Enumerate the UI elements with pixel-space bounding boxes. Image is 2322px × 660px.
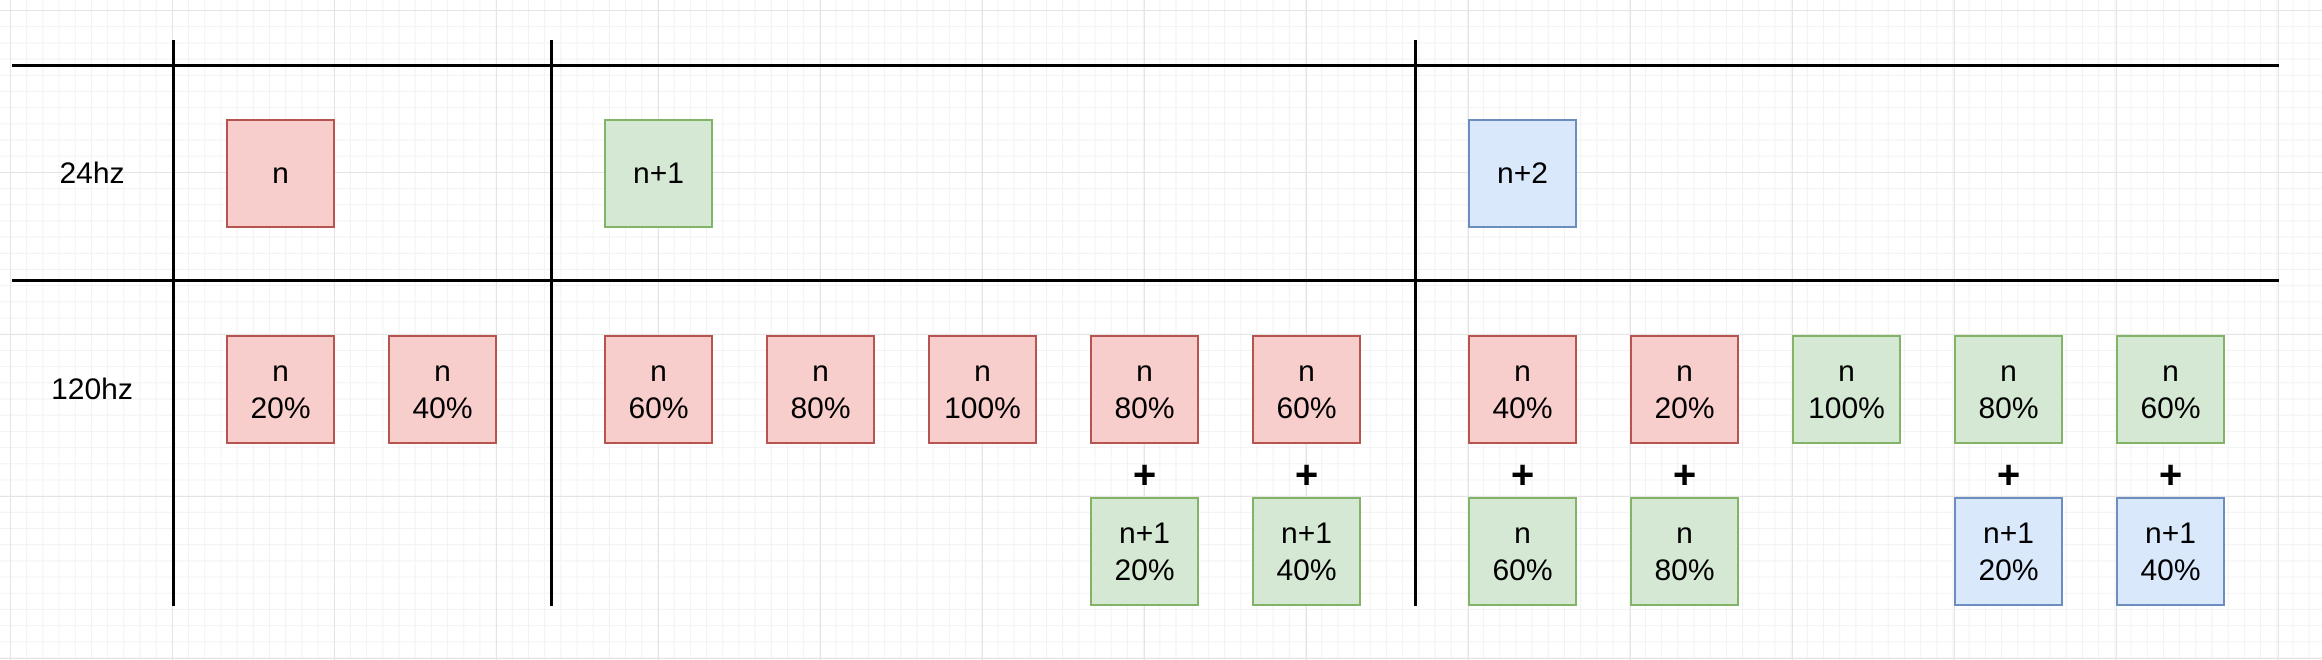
- frame-id: n: [974, 354, 991, 388]
- frame-id: n: [1298, 354, 1315, 388]
- frame-id: n+1: [1281, 516, 1332, 550]
- frame-box-24hz: n+2: [1468, 119, 1577, 228]
- frame-id: n+1: [1119, 516, 1170, 550]
- plus-sign: +: [1672, 453, 1697, 497]
- row-label-120hz: 120hz: [51, 373, 133, 406]
- frame-weight: 20%: [1978, 553, 2039, 587]
- frame-id: n: [812, 354, 829, 388]
- plus-sign: +: [2158, 453, 2183, 497]
- row-label-24hz: 24hz: [59, 157, 125, 190]
- frame-weight: 40%: [1276, 553, 1337, 587]
- plus-sign: +: [1996, 453, 2021, 497]
- table-top-rule: [12, 64, 2279, 67]
- frame-id: n: [272, 354, 289, 388]
- frame-id: n: [1676, 516, 1693, 550]
- frame-box-24hz: n: [226, 119, 335, 228]
- frame-weight: 60%: [2140, 391, 2201, 425]
- row-divider-rule: [12, 279, 2279, 282]
- frame-weight: 80%: [1654, 553, 1715, 587]
- frame-id: n: [434, 354, 451, 388]
- label-column-divider: [172, 40, 175, 606]
- frame-boundary-2: [1414, 40, 1417, 606]
- frame-weight: 60%: [1492, 553, 1553, 587]
- frame-weight: 60%: [628, 391, 689, 425]
- frame-id: n: [1676, 354, 1693, 388]
- frame-weight: 60%: [1276, 391, 1337, 425]
- frame-id: n+1: [633, 157, 684, 190]
- frame-id: n: [1514, 516, 1531, 550]
- frame-weight: 40%: [1492, 391, 1553, 425]
- frame-weight: 80%: [1978, 391, 2039, 425]
- frame-id: n: [272, 157, 289, 190]
- plus-sign: +: [1510, 453, 1535, 497]
- frame-weight: 80%: [1114, 391, 1175, 425]
- frame-weight: 80%: [790, 391, 851, 425]
- frame-weight: 100%: [944, 391, 1021, 425]
- frame-id: n: [1514, 354, 1531, 388]
- frame-weight: 40%: [2140, 553, 2201, 587]
- plus-sign: +: [1294, 453, 1319, 497]
- frame-boundary-1: [550, 40, 553, 606]
- frame-weight: 20%: [1114, 553, 1175, 587]
- frame-weight: 20%: [1654, 391, 1715, 425]
- frame-id: n: [2000, 354, 2017, 388]
- frame-id: n: [2162, 354, 2179, 388]
- frame-weight: 100%: [1808, 391, 1885, 425]
- frame-id: n: [1838, 354, 1855, 388]
- frame-id: n+1: [1983, 516, 2034, 550]
- frame-id: n+1: [2145, 516, 2196, 550]
- frame-box-24hz: n+1: [604, 119, 713, 228]
- frame-weight: 20%: [250, 391, 311, 425]
- frame-weight: 40%: [412, 391, 473, 425]
- plus-sign: +: [1132, 453, 1157, 497]
- frame-id: n: [1136, 354, 1153, 388]
- frame-id: n: [650, 354, 667, 388]
- frame-id: n+2: [1497, 157, 1548, 190]
